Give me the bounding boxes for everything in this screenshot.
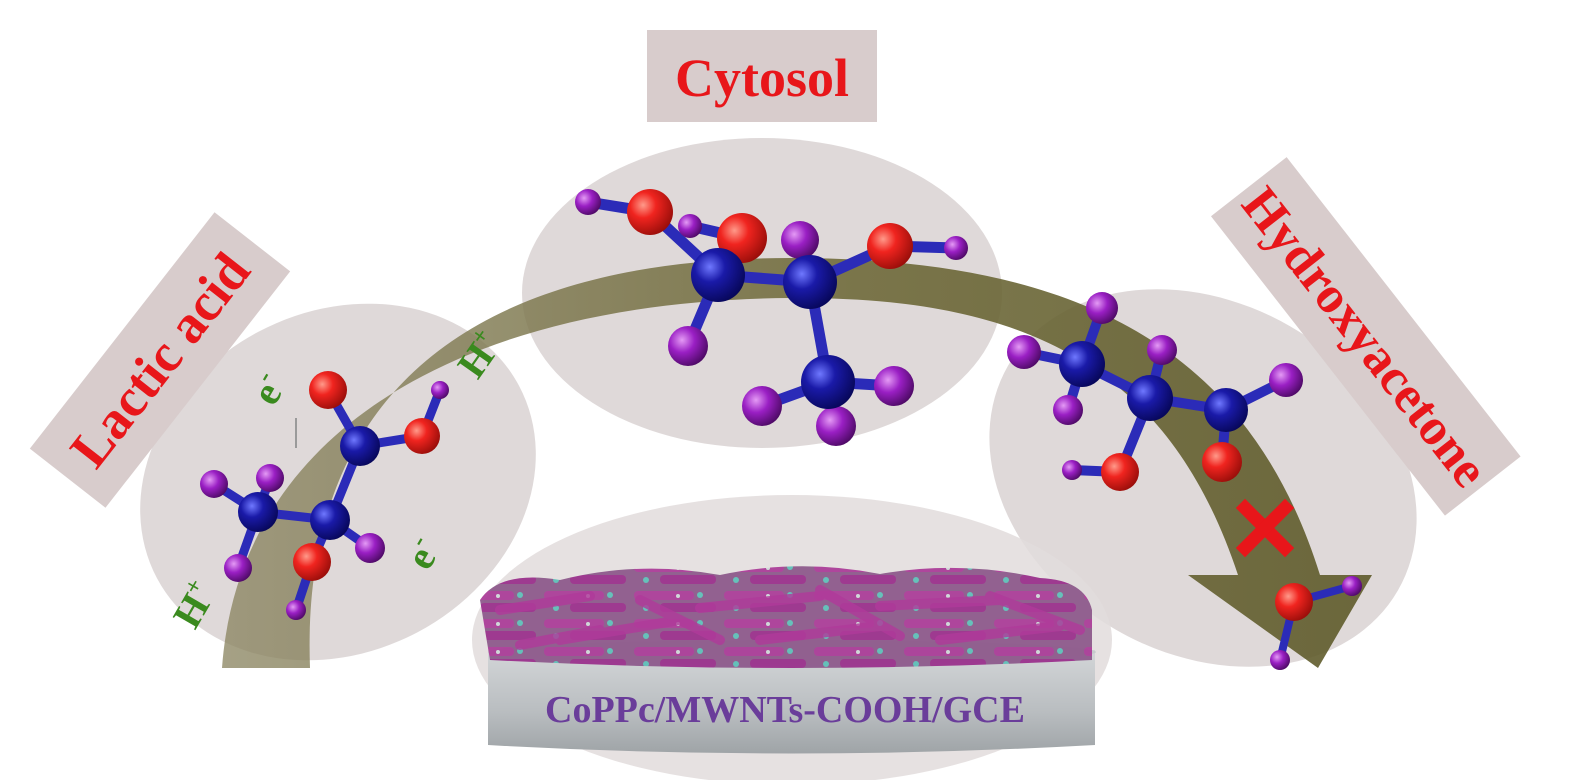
electrode-label: CoPPc/MWNTs-COOH/GCE [545, 689, 1025, 731]
cross-icon [1235, 498, 1295, 558]
product-molecule [1270, 576, 1362, 670]
cytosol-label: Cytosol [675, 48, 849, 108]
electrode: CoPPc/MWNTs-COOH/GCE [480, 566, 1096, 754]
lactic-acid-molecule [200, 371, 449, 620]
nanotube-film [480, 566, 1092, 668]
nanotube-strands [495, 585, 1085, 650]
cytosol-label-box: Cytosol [647, 30, 877, 122]
hydroxyacetone-molecule [1007, 292, 1303, 491]
electrode-base [488, 650, 1095, 754]
cytosol-molecule [575, 189, 968, 446]
